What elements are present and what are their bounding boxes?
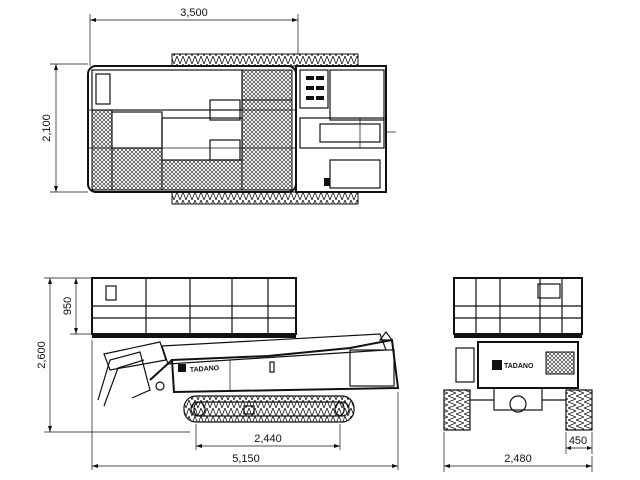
top-track-lower xyxy=(171,191,359,205)
top-track-upper xyxy=(171,53,359,67)
side-chassis: TADANO xyxy=(170,331,400,394)
front-view: TADANO 450 2,480 xyxy=(443,277,593,472)
front-track-left xyxy=(443,389,471,431)
dim-label-overall-width: 2,480 xyxy=(504,453,532,465)
dim-label-top-height: 2,100 xyxy=(41,114,53,142)
top-view: 3,500 2,100 xyxy=(41,7,396,205)
front-body: TADANO xyxy=(455,341,579,413)
top-chassis xyxy=(295,65,387,193)
dim-overall-length: 5,150 xyxy=(91,340,399,470)
front-brand-logo: TADANO xyxy=(504,363,534,370)
dim-basket-height: 950 xyxy=(62,277,92,335)
side-track xyxy=(183,395,355,423)
dim-label-track-width: 450 xyxy=(569,435,587,447)
dim-label-overall-height: 2,600 xyxy=(36,341,48,369)
dim-top-width: 3,500 xyxy=(89,7,299,66)
dim-label-track-length: 2,440 xyxy=(254,433,282,445)
dim-track-width: 450 xyxy=(565,432,593,454)
side-view: 950 2,600 xyxy=(36,277,400,470)
dim-overall-height: 2,600 xyxy=(36,277,190,433)
dim-overall-width: 2,480 xyxy=(443,432,593,472)
side-boom xyxy=(97,333,387,407)
front-basket xyxy=(453,277,583,338)
side-brand-logo: TADANO xyxy=(190,365,220,374)
side-basket xyxy=(91,277,297,338)
dim-top-height: 2,100 xyxy=(41,63,88,193)
dim-label-basket-height: 950 xyxy=(62,297,74,315)
dim-track-length: 2,440 xyxy=(195,424,341,450)
dim-label-top-width: 3,500 xyxy=(180,7,208,19)
front-track-right xyxy=(565,389,593,431)
dim-label-overall-length: 5,150 xyxy=(232,453,260,465)
